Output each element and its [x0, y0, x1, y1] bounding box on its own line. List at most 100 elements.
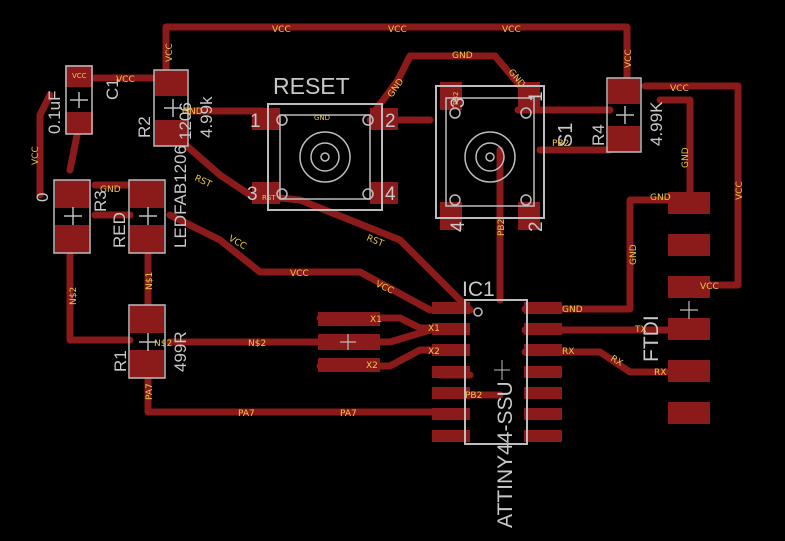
pad-reset-4 [370, 182, 398, 204]
net-pa7-1: PA7 [145, 383, 155, 400]
pad-ic-11 [524, 366, 562, 378]
net-vcc-6: VCC [116, 75, 135, 85]
c1-value: 0.1uF [45, 91, 64, 134]
pad-c1-1 [65, 65, 93, 87]
pad-ftdi-1 [668, 192, 710, 214]
net-n2-2: N$2 [248, 339, 266, 349]
pad-r3-2 [55, 225, 89, 253]
s1-label: S1 [555, 123, 577, 147]
net-x1-2: X1 [428, 324, 440, 334]
r2-value: 4.99k [197, 96, 216, 138]
net-pa7-2: PA7 [238, 409, 255, 419]
pad-r1-2 [130, 350, 164, 378]
net-gnd-2: GND [386, 77, 406, 100]
pad-ic-9 [524, 408, 562, 420]
pad-ic-5 [432, 387, 470, 399]
r4-value: 4.99K [647, 101, 666, 146]
pad-ic-12 [524, 344, 562, 356]
net-x2-2: X2 [428, 347, 440, 357]
net-vcc-3: VCC [502, 25, 521, 35]
r3-label: R3 [91, 190, 110, 212]
pad-ic-1 [432, 302, 470, 314]
pad-ic-2 [432, 323, 470, 335]
pad-r2-2 [155, 120, 187, 146]
ftdi-label: FTDI [640, 315, 663, 362]
s1-pin-1: 1 [526, 91, 547, 102]
r2-package: 1206 [176, 102, 195, 140]
net-vcc-2: VCC [388, 25, 407, 35]
trace-vcc-top [162, 23, 631, 89]
net-vcc-8: VCC [735, 181, 745, 200]
trace-c1-left [36, 91, 54, 199]
pad-label-vcc: VCC [72, 72, 87, 80]
pad-ftdi-2 [668, 234, 710, 256]
c1-label: C1 [103, 78, 122, 100]
net-pa7-3: PA7 [340, 409, 357, 419]
pad-ftdi-3 [668, 276, 710, 298]
net-gnd-8: GND [562, 305, 583, 315]
pad-ic-8 [524, 430, 562, 442]
pad-r4-2 [608, 126, 640, 152]
copper-pads [55, 65, 710, 442]
net-x1-1: X1 [370, 315, 382, 325]
net-pb2-2: PB2 [497, 219, 507, 236]
trace-gnd-s1 [371, 52, 526, 115]
pad-ic-13 [524, 323, 562, 335]
r1-value: 499R [171, 331, 190, 372]
pad-res-3 [318, 358, 380, 372]
pad-ic-6 [432, 408, 470, 420]
pad-label-pb2: PB2 [452, 92, 460, 105]
trace-rx [521, 348, 694, 376]
net-vcc-10: VCC [31, 146, 41, 165]
net-vcc-7: VCC [670, 84, 689, 94]
pad-ic-7 [432, 430, 470, 442]
net-gnd-6: GND [681, 147, 691, 168]
pad-r4-1 [608, 78, 640, 104]
net-rst-1: RST [193, 174, 214, 191]
net-vcc-4: VCC [165, 43, 175, 62]
pad-led-2 [130, 225, 164, 253]
net-n2-1: N$2 [69, 287, 79, 305]
pad-s1-4 [440, 202, 462, 230]
pad-led-1 [130, 180, 164, 208]
pad-reset-3 [252, 182, 280, 204]
s1-pin-3: 3 [448, 97, 469, 108]
net-x2-1: X2 [366, 361, 378, 371]
pad-r3-1 [55, 180, 89, 208]
pad-reset-2 [370, 108, 398, 130]
trace-c1-down [66, 126, 82, 174]
r3-value: 0 [33, 193, 52, 202]
net-gnd-7: GND [629, 244, 639, 265]
net-tx: TX [634, 325, 647, 335]
pad-ftdi-5 [668, 360, 710, 382]
reset-pin-1: 1 [250, 111, 261, 132]
net-gnd-9: GND [100, 185, 121, 195]
pad-reset-1 [252, 108, 280, 130]
net-labels: VCC VCC VCC VCC VCC VCC VCC VCC VCC VCC … [31, 25, 745, 419]
net-n1: N$1 [145, 272, 155, 290]
net-vcc-5: VCC [624, 49, 634, 68]
reset-pin-2: 2 [385, 111, 396, 132]
s1-pin-4: 4 [448, 221, 469, 232]
r1-label: R1 [111, 350, 130, 372]
pad-c1-2 [65, 112, 93, 134]
s1-pin-2: 2 [526, 221, 547, 232]
led-label: LEDFAB1206 [171, 145, 190, 248]
pad-r2-1 [155, 70, 187, 96]
net-gnd-4: GND [182, 107, 203, 117]
trace-pa7 [144, 371, 444, 416]
net-vcc-9: VCC [700, 282, 719, 292]
pad-ic-10 [524, 387, 562, 399]
pad-r1-1 [130, 305, 164, 333]
ic1-value: ATTINY44-SSU [494, 381, 517, 528]
red-label: RED [110, 212, 129, 248]
trace-gnd-ftdi1 [656, 96, 694, 204]
net-n2-3: N$2 [154, 339, 172, 349]
reset-label: RESET [273, 73, 350, 99]
r4-label: R4 [589, 124, 608, 146]
trace-rst [176, 136, 474, 314]
trace-n2-ic [166, 326, 434, 346]
net-gnd-1: GND [452, 51, 473, 61]
ic1-label: IC1 [462, 278, 495, 301]
